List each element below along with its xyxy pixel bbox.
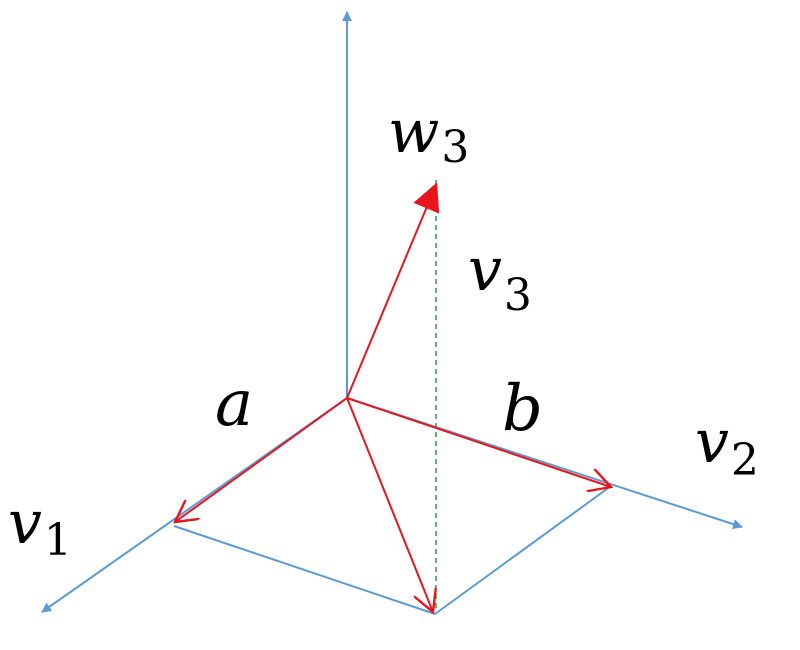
label-v3: v3 (468, 235, 532, 321)
label-w3: w3 (388, 97, 469, 173)
label-v1: v1 (8, 488, 72, 566)
label-b: b (502, 372, 543, 446)
parallelogram-side-left (173, 525, 436, 615)
vector-w3 (346, 182, 440, 399)
parallelogram-side-right (434, 485, 612, 615)
vector-a (175, 397, 348, 522)
vector-b (346, 397, 611, 487)
vector-projection-sum (346, 397, 433, 612)
label-v2: v2 (695, 407, 759, 486)
label-a: a (215, 367, 253, 441)
